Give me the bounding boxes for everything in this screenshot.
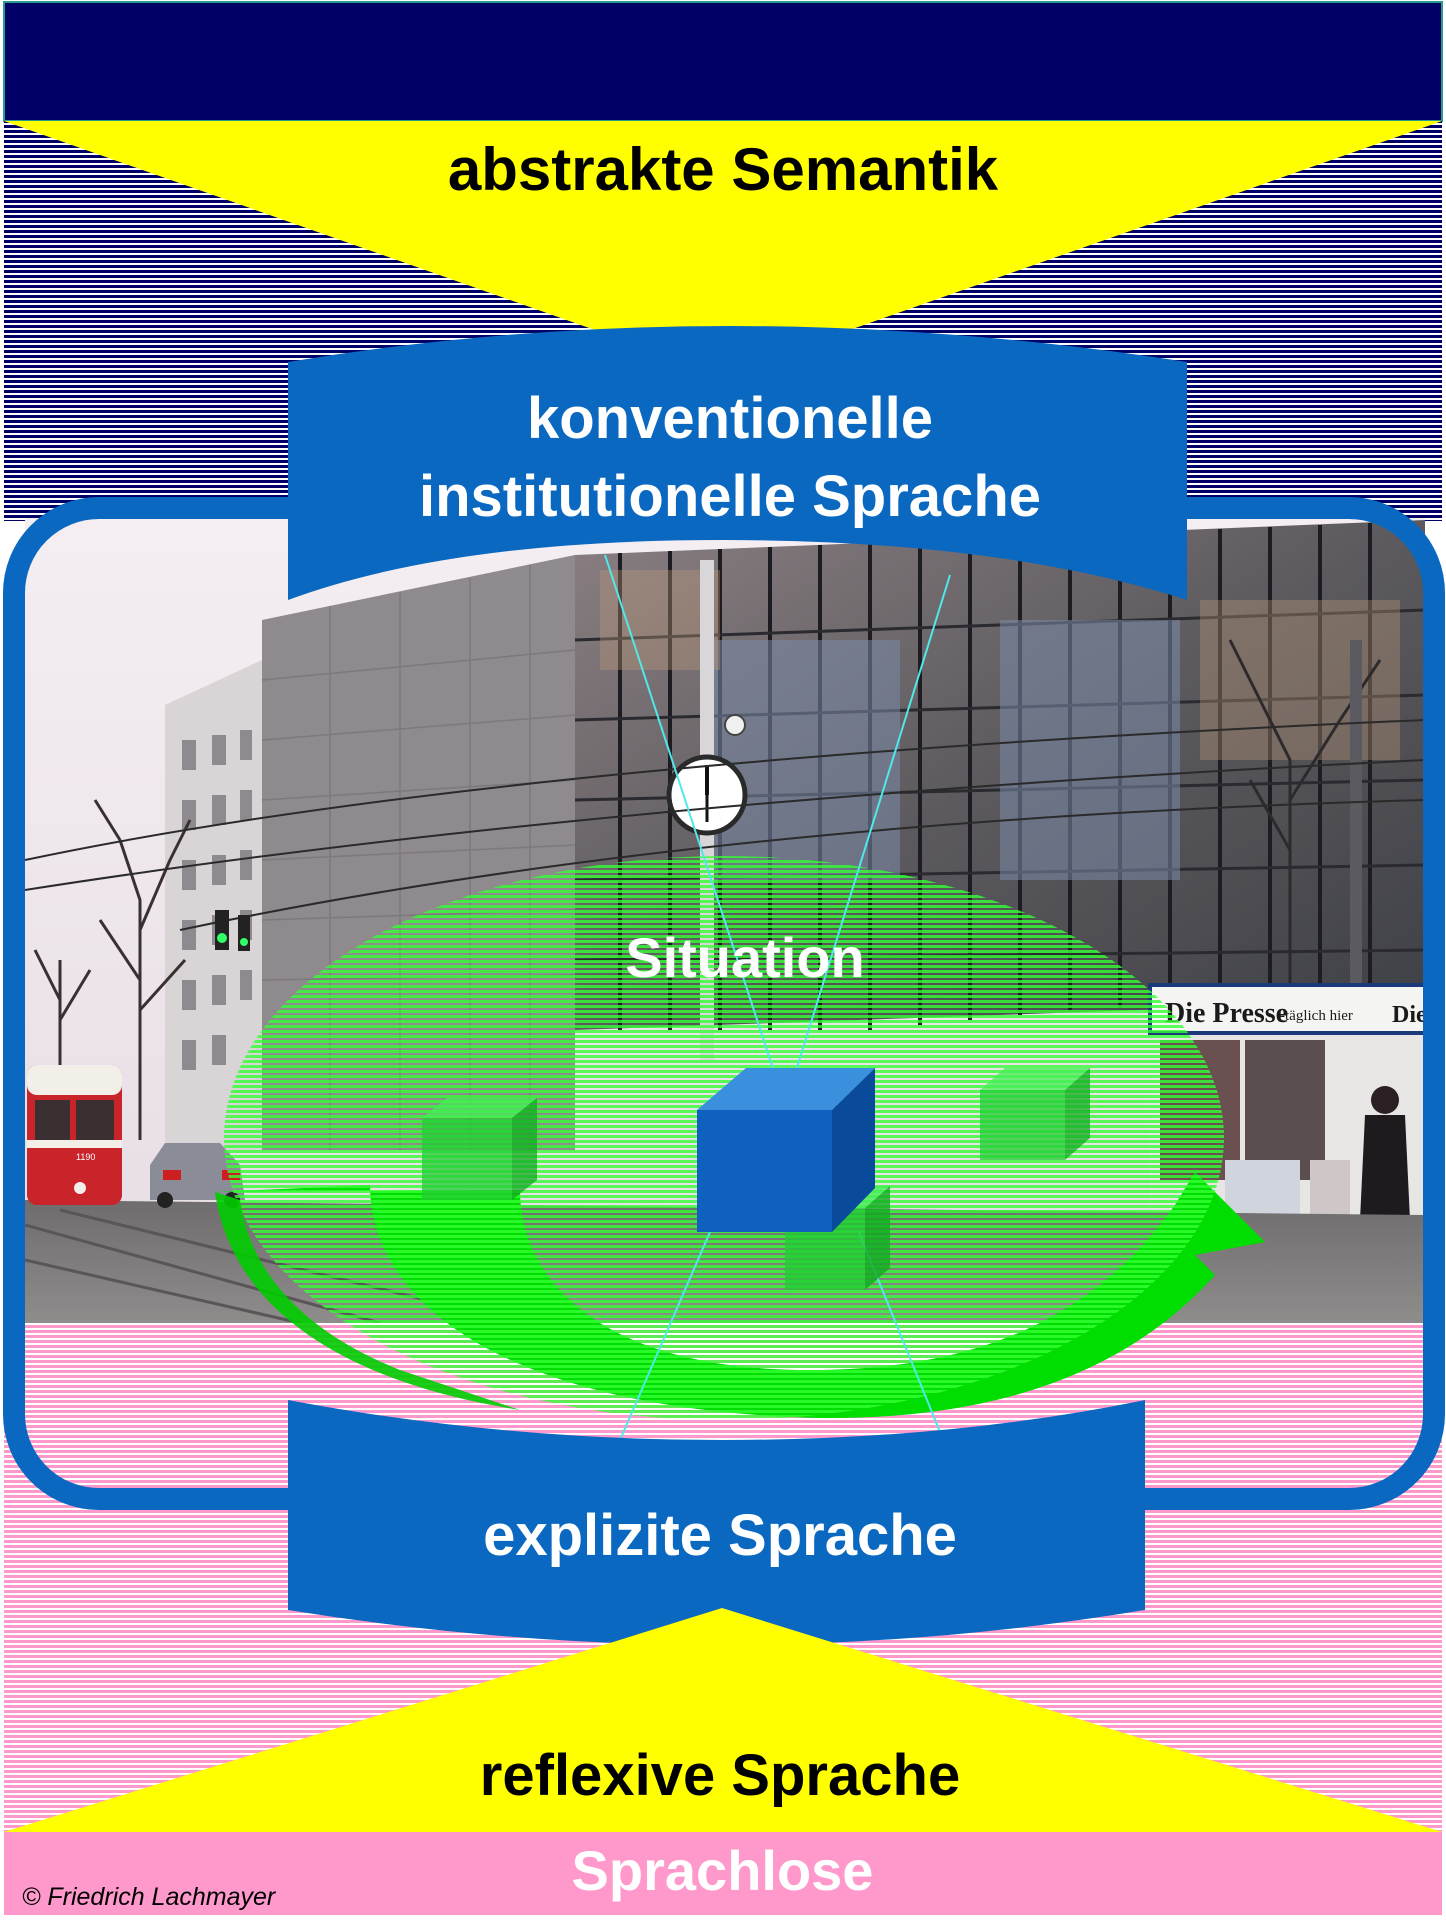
kiosk-sign-text: Die Presse (1165, 998, 1288, 1029)
conventional-language-line1: konventionelle (526, 386, 934, 451)
conventional-language-line2: institutionelle Sprache (419, 464, 1041, 529)
upper-blue-banner (288, 326, 1187, 600)
speechless-label: Sprachlose (571, 1839, 874, 1902)
tram-number: 1190 (76, 1152, 95, 1162)
situation-label: Situation (625, 926, 865, 989)
green-cube-right (980, 1068, 1090, 1160)
blue-cube (697, 1068, 875, 1232)
kiosk-sign-tagline: -täglich hier (1280, 1008, 1353, 1024)
kiosk-sign-right: Die (1392, 1002, 1427, 1028)
projection-lines (604, 554, 951, 1441)
footer-pink-bar (4, 1832, 1442, 1915)
bottom-yellow-funnel (4, 1608, 1442, 1832)
copyright-notice: © Friedrich Lachmayer (22, 1883, 276, 1911)
top-navy-bar (3, 1, 1443, 122)
explicit-language-label: explizite Sprache (483, 1503, 957, 1568)
conventional-language-label: konventionelle institutionelle Sprache (320, 380, 1140, 536)
green-cube-left (422, 1098, 537, 1200)
lower-blue-banner (288, 1400, 1145, 1645)
reflexive-language-label: reflexive Sprache (479, 1743, 961, 1808)
tram: 1190 (27, 1065, 122, 1205)
top-yellow-funnel (4, 121, 1442, 375)
abstract-semantics-label: abstrakte Semantik (447, 136, 999, 203)
